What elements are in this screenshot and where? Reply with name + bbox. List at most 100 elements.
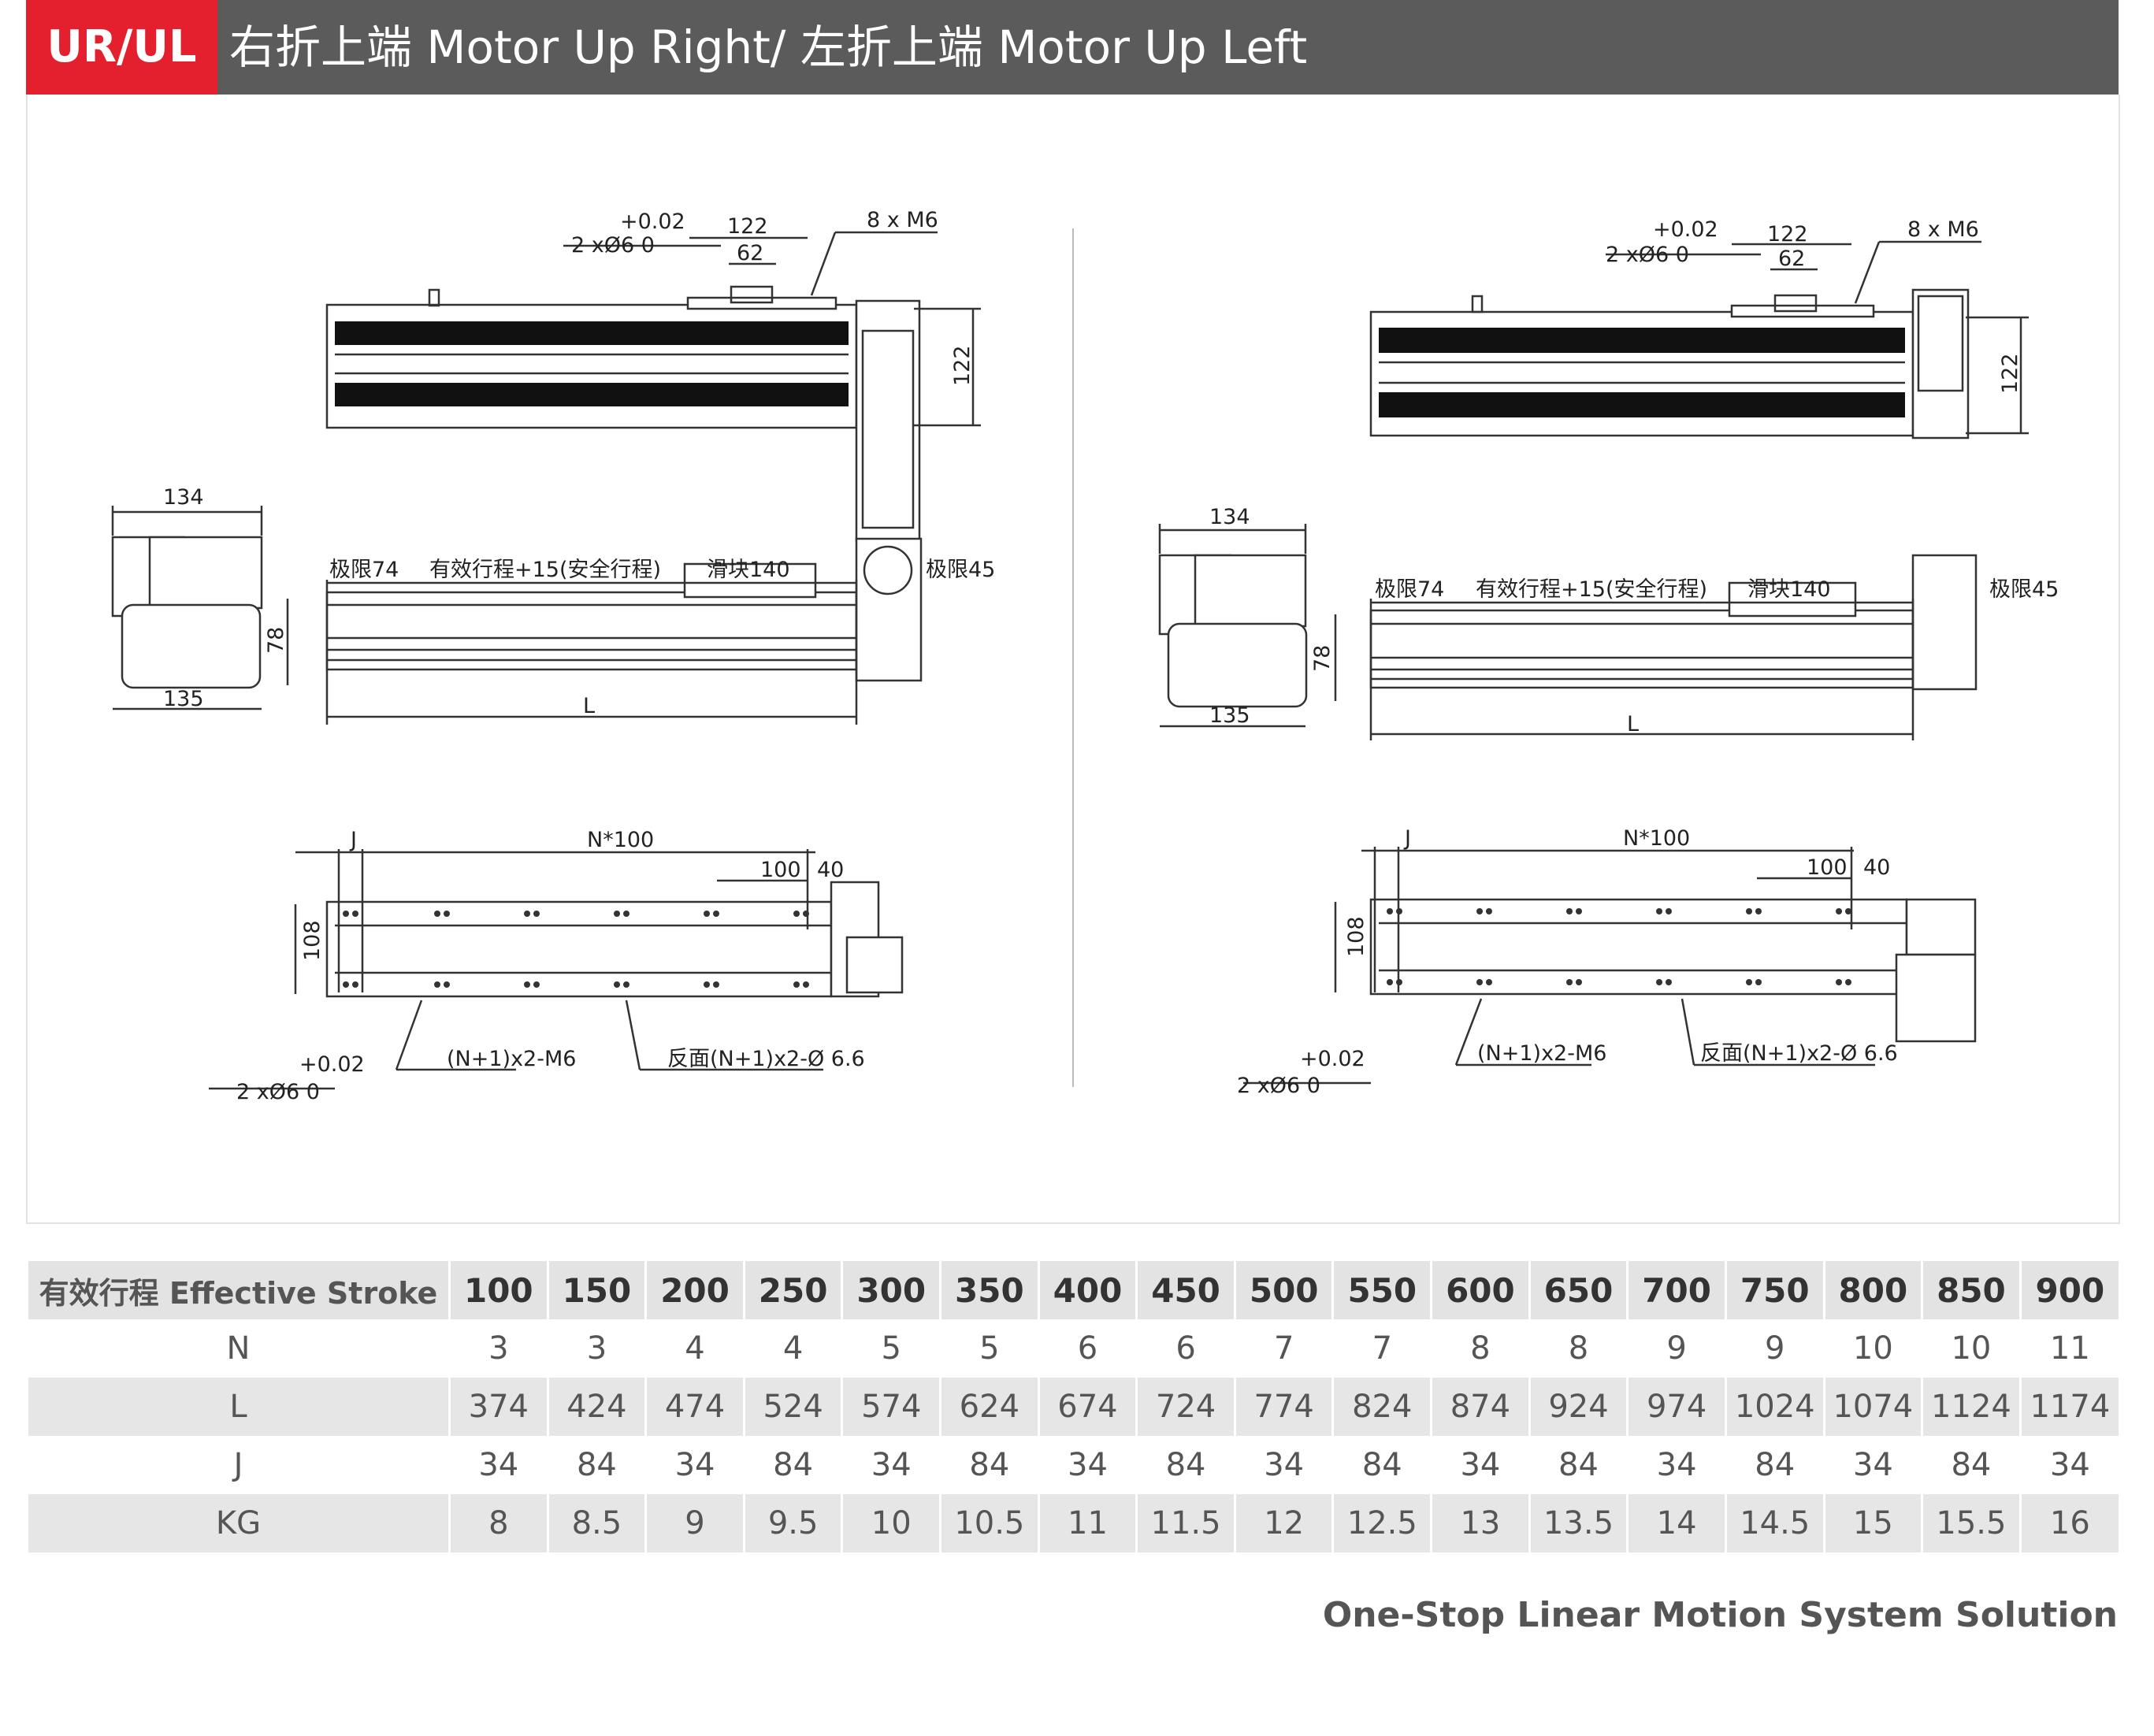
table-cell: 474 (644, 1378, 745, 1436)
table-cell: 34 (1430, 1436, 1530, 1494)
footer-slogan: One-Stop Linear Motion System Solution (1322, 1595, 2118, 1635)
dim-122-top: 122 (727, 214, 768, 239)
row-label: J (26, 1436, 450, 1494)
bottom-view-left (1243, 847, 1977, 1085)
dim-40: 40 (817, 858, 844, 882)
dim-62: 62 (1778, 247, 1805, 271)
end-view-left (1158, 524, 1337, 728)
table-cell: 424 (546, 1378, 646, 1436)
row-label: N (26, 1319, 450, 1378)
table-cell: 8 (448, 1494, 548, 1552)
top-view-right (325, 231, 981, 543)
stroke-col: 100 (448, 1261, 548, 1319)
table-cell: 7 (1331, 1319, 1432, 1378)
table-row-kg: KG 8 8.5 9 9.5 10 10.5 11 11.5 12 12.5 1… (26, 1494, 2119, 1552)
table-cell: 14.5 (1724, 1494, 1825, 1552)
table-cell: 84 (1135, 1436, 1235, 1494)
table-cell: 1074 (1822, 1378, 1922, 1436)
dim-pin-hole-bottom: 2 xØ6 0 (236, 1080, 320, 1104)
drawing-frame: +0.02 2 xØ6 0 122 62 8 x M6 122 (26, 95, 2120, 1224)
label-back-holes: 反面(N+1)x2-Ø 6.6 (667, 1047, 865, 1071)
table-cell: 10.5 (939, 1494, 1039, 1552)
table-cell: 13 (1430, 1494, 1530, 1552)
table-cell: 6 (1037, 1319, 1137, 1378)
dim-78: 78 (264, 627, 288, 654)
table-cell: 14 (1626, 1494, 1726, 1552)
dim-108: 108 (300, 920, 325, 961)
table-cell: 8 (1430, 1319, 1530, 1378)
stroke-col: 800 (1822, 1261, 1922, 1319)
table-cell: 4 (742, 1319, 842, 1378)
dim-135: 135 (1209, 703, 1250, 728)
top-view-left (1369, 240, 2029, 440)
table-cell: 13.5 (1528, 1494, 1628, 1552)
table-cell: 34 (2018, 1436, 2119, 1494)
table-cell: 84 (1528, 1436, 1628, 1494)
table-cell: 4 (644, 1319, 745, 1378)
stroke-col: 450 (1135, 1261, 1235, 1319)
stroke-col: 250 (742, 1261, 842, 1319)
table-cell: 624 (939, 1378, 1039, 1436)
dim-100: 100 (1807, 855, 1848, 880)
table-header-row: 有效行程 Effective Stroke 100 150 200 250 30… (26, 1261, 2119, 1319)
table-cell: 84 (546, 1436, 646, 1494)
table-cell: 9 (1626, 1319, 1726, 1378)
table-cell: 84 (1921, 1436, 2021, 1494)
table-cell: 574 (841, 1378, 941, 1436)
bottom-view-right (209, 849, 904, 1090)
table-cell: 34 (841, 1436, 941, 1494)
table-cell: 34 (1822, 1436, 1922, 1494)
table-cell: 12 (1233, 1494, 1333, 1552)
table-cell: 3 (546, 1319, 646, 1378)
table-cell: 924 (1528, 1378, 1628, 1436)
label-effective-stroke: 有效行程+15(安全行程) (1476, 577, 1707, 602)
drawing-motor-up-right: +0.02 2 xØ6 0 122 62 8 x M6 122 (111, 208, 995, 1104)
side-view-left (1369, 554, 1978, 740)
label-slider-140: 滑块140 (707, 558, 790, 582)
table-cell: 9.5 (742, 1494, 842, 1552)
table-cell: 674 (1037, 1378, 1137, 1436)
dim-8xM6: 8 x M6 (1907, 217, 1979, 242)
dim-L: L (1627, 712, 1639, 736)
stroke-col: 350 (939, 1261, 1039, 1319)
dim-J: J (1403, 826, 1411, 851)
table-cell: 34 (1233, 1436, 1333, 1494)
table-cell: 10 (1822, 1319, 1922, 1378)
table-cell: 1124 (1921, 1378, 2021, 1436)
table-cell: 15 (1822, 1494, 1922, 1552)
table-cell: 34 (1626, 1436, 1726, 1494)
table-cell: 724 (1135, 1378, 1235, 1436)
dim-N100: N*100 (1623, 826, 1690, 851)
dim-pin-hole: 2 xØ6 0 (1606, 243, 1689, 267)
dim-78: 78 (1310, 645, 1335, 672)
table-cell: 34 (644, 1436, 745, 1494)
table-cell: 84 (939, 1436, 1039, 1494)
table-cell: 34 (1037, 1436, 1137, 1494)
row-label: KG (26, 1494, 450, 1552)
dim-J: J (349, 828, 357, 852)
stroke-col: 850 (1921, 1261, 2021, 1319)
table-cell: 8.5 (546, 1494, 646, 1552)
table-cell: 9 (1724, 1319, 1825, 1378)
table-cell: 1024 (1724, 1378, 1825, 1436)
dim-tolerance: +0.02 (1653, 217, 1718, 242)
table-cell: 34 (448, 1436, 548, 1494)
table-cell: 5 (939, 1319, 1039, 1378)
table-cell: 11 (2018, 1319, 2119, 1378)
dim-L: L (583, 694, 595, 718)
header-effective-stroke: 有效行程 Effective Stroke (26, 1261, 450, 1319)
stroke-col: 600 (1430, 1261, 1530, 1319)
stroke-col: 150 (546, 1261, 646, 1319)
side-view-right (325, 537, 923, 725)
table-cell: 84 (1724, 1436, 1825, 1494)
table-cell: 15.5 (1921, 1494, 2021, 1552)
table-cell: 12.5 (1331, 1494, 1432, 1552)
label-back-holes: 反面(N+1)x2-Ø 6.6 (1700, 1041, 1898, 1066)
dim-134: 134 (163, 485, 204, 510)
model-badge: UR/UL (26, 0, 217, 95)
label-mount-holes: (N+1)x2-M6 (1477, 1041, 1606, 1066)
stroke-col: 550 (1331, 1261, 1432, 1319)
table-cell: 6 (1135, 1319, 1235, 1378)
table-cell: 1174 (2018, 1378, 2119, 1436)
dim-N100: N*100 (587, 828, 654, 852)
